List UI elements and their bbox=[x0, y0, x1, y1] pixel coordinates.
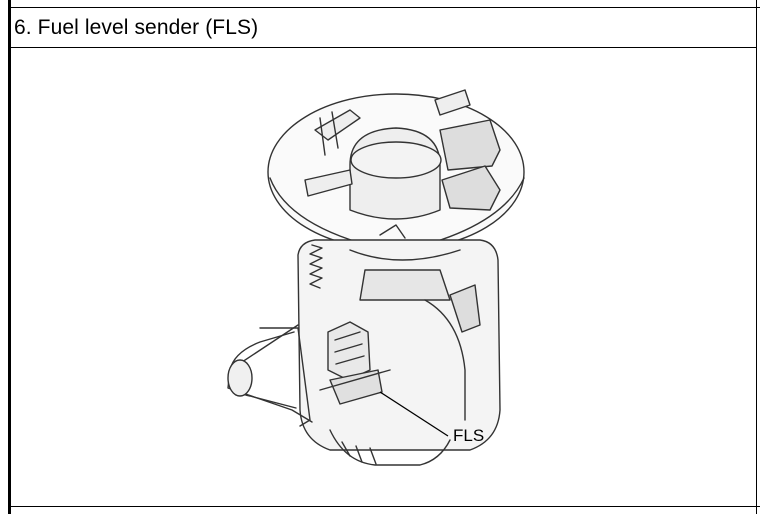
fls-leader-line bbox=[379, 391, 449, 437]
section-title: 6. Fuel level sender (FLS) bbox=[14, 16, 259, 39]
left-border bbox=[8, 0, 11, 514]
fuel-pump-module-illustration bbox=[227, 89, 525, 466]
right-border bbox=[756, 0, 757, 514]
fls-callout-label: FLS bbox=[453, 426, 485, 445]
section-header: 6. Fuel level sender (FLS) bbox=[11, 8, 756, 48]
bottom-rule bbox=[8, 506, 760, 507]
top-rule bbox=[8, 7, 760, 8]
